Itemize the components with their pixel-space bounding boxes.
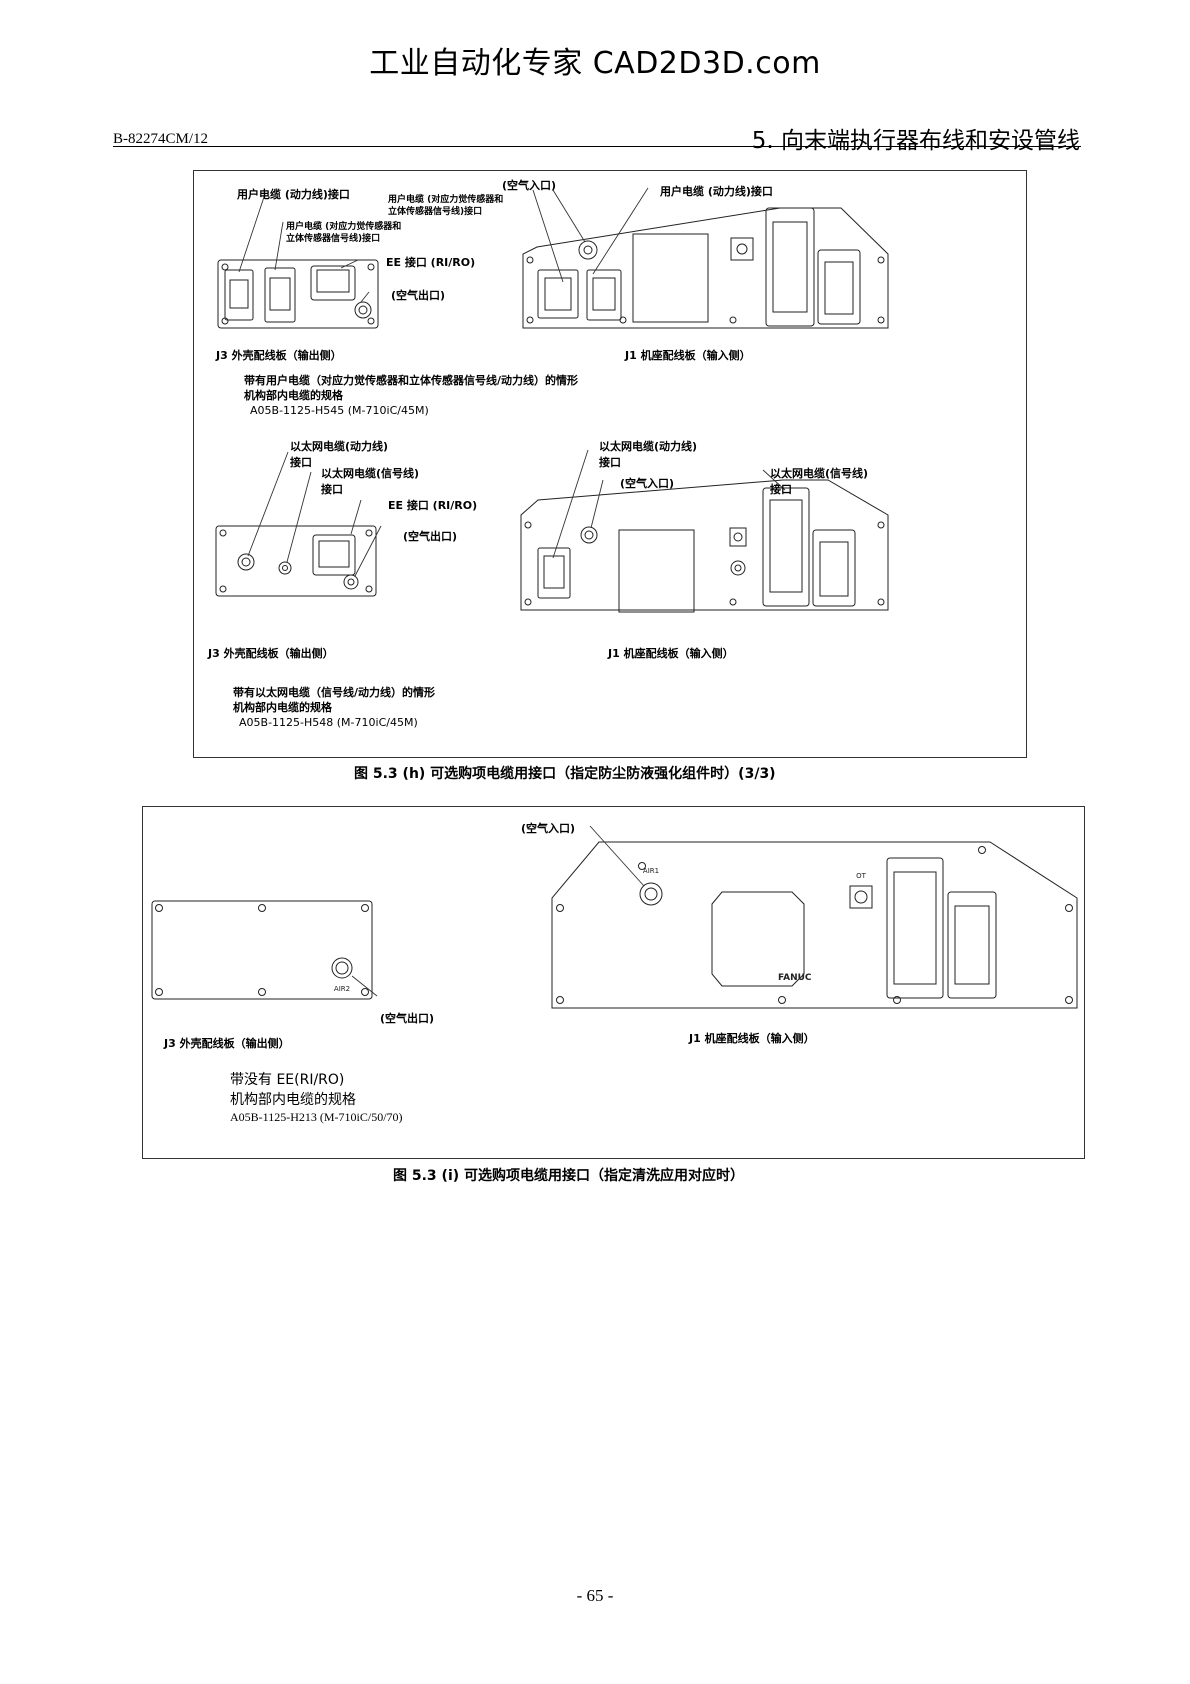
j1-plate-title-clean: J1 机座配线板（输入侧） (689, 1032, 815, 1045)
figure-h-caption: 图 5.3 (h) 可选购项电缆用接口（指定防尘防液强化组件时）(3/3) (354, 766, 776, 782)
air1-tag: AIR1 (643, 867, 659, 875)
j3-plate-title: J3 外壳配线板（输出侧） (216, 349, 342, 362)
figure-i-drawings: AIR1 AIR2 OT FANUC (151, 825, 1078, 1009)
label-line: 接口 (599, 456, 621, 469)
figure-i-caption: 图 5.3 (i) 可选购项电缆用接口（指定清洗应用对应时） (393, 1168, 745, 1184)
j3-plate-clean (151, 900, 373, 1000)
note-line: 带有用户电缆（对应力觉传感器和立体传感器信号线/动力线）的情形 (244, 374, 579, 387)
j1-plate-bottom (520, 479, 889, 613)
page-number: - 65 - (576, 1586, 614, 1605)
label-ethernet-power-j3: 以太网电缆(动力线) 接口 (290, 439, 388, 471)
label-line: 接口 (770, 483, 792, 496)
label-line: 接口 (290, 456, 312, 469)
label-air-inlet: (空气入口) (502, 179, 557, 192)
note-line: 带有以太网电缆（信号线/动力线）的情形 (233, 686, 436, 699)
header-rule (113, 146, 1081, 147)
label-user-cable-signal-1: 用户电缆 (对应力觉传感器和 立体传感器信号线)接口 (388, 194, 503, 218)
label-user-cable-power-j3: 用户电缆 (动力线)接口 (237, 188, 350, 201)
label-ethernet-power-j1: 以太网电缆(动力线) 接口 (599, 439, 697, 471)
label-line: 以太网电缆(信号线) (321, 467, 420, 480)
spec-note-top: 带有用户电缆（对应力觉传感器和立体传感器信号线/动力线）的情形 机构部内电缆的规… (244, 373, 578, 418)
label-air-outlet-clean: (空气出口) (380, 1012, 435, 1025)
label-air-outlet: (空气出口) (391, 289, 446, 302)
label-ee-interface-bottom: EE 接口 (RI/RO) (388, 499, 478, 512)
label-air-outlet-bottom: (空气出口) (403, 530, 458, 543)
label-line: 以太网电缆(信号线) (770, 467, 869, 480)
chapter-title: 5. 向末端执行器布线和安设管线 (751, 128, 1080, 154)
note-line: A05B-1125-H548 (M-710iC/45M) (239, 716, 418, 729)
label-air-inlet-bottom: (空气入口) (620, 477, 675, 490)
note-line: 机构部内电缆的规格 (244, 389, 343, 402)
label-ee-interface: EE 接口 (RI/RO) (386, 256, 476, 269)
ot-tag: OT (856, 872, 867, 880)
label-line: 立体传感器信号线)接口 (286, 234, 381, 244)
label-user-cable-signal-2: 用户电缆 (对应力觉传感器和 立体传感器信号线)接口 (286, 221, 401, 245)
fanuc-logo: FANUC (778, 973, 812, 983)
j1-plate-title-bottom: J1 机座配线板（输入侧） (608, 647, 734, 660)
label-line: 用户电缆 (对应力觉传感器和 (388, 195, 504, 205)
label-line: 以太网电缆(动力线) (599, 440, 698, 453)
figure-h-frame (193, 170, 1027, 758)
j3-plate-title-bottom: J3 外壳配线板（输出侧） (208, 647, 334, 660)
air2-tag: AIR2 (334, 985, 350, 993)
document-id: B-82274CM/12 (113, 131, 209, 147)
label-ethernet-signal-j3: 以太网电缆(信号线) 接口 (321, 466, 419, 498)
spec-note-clean: 带没有 EE(RI/RO) 机构部内电缆的规格 A05B-1125-H213 (… (230, 1070, 403, 1125)
note-line: A05B-1125-H213 (M-710iC/50/70) (230, 1110, 403, 1124)
j3-plate-bottom (215, 525, 377, 597)
watermark-title: 工业自动化专家 CAD2D3D.com (369, 46, 821, 81)
j1-plate-top (522, 207, 889, 329)
j3-plate-top (217, 259, 379, 329)
note-line: 机构部内电缆的规格 (230, 1092, 356, 1108)
note-line: 带没有 EE(RI/RO) (230, 1072, 345, 1088)
j1-plate-title: J1 机座配线板（输入侧） (625, 349, 751, 362)
note-line: 机构部内电缆的规格 (233, 701, 332, 714)
spec-note-bottom: 带有以太网电缆（信号线/动力线）的情形 机构部内电缆的规格 A05B-1125-… (233, 685, 435, 730)
label-line: 用户电缆 (对应力觉传感器和 (286, 222, 402, 232)
j3-plate-title-clean: J3 外壳配线板（输出侧） (164, 1037, 290, 1050)
label-line: 接口 (321, 483, 343, 496)
label-air-inlet-clean: (空气入口) (521, 822, 576, 835)
label-line: 立体传感器信号线)接口 (388, 207, 483, 217)
label-ethernet-signal-j1: 以太网电缆(信号线) 接口 (770, 466, 868, 498)
figure-h-drawings (215, 187, 889, 613)
label-user-cable-power-j1: 用户电缆 (动力线)接口 (660, 185, 773, 198)
note-line: A05B-1125-H545 (M-710iC/45M) (250, 404, 429, 417)
figure-i-frame (142, 806, 1085, 1159)
j1-plate-clean (551, 841, 1078, 1009)
label-line: 以太网电缆(动力线) (290, 440, 389, 453)
